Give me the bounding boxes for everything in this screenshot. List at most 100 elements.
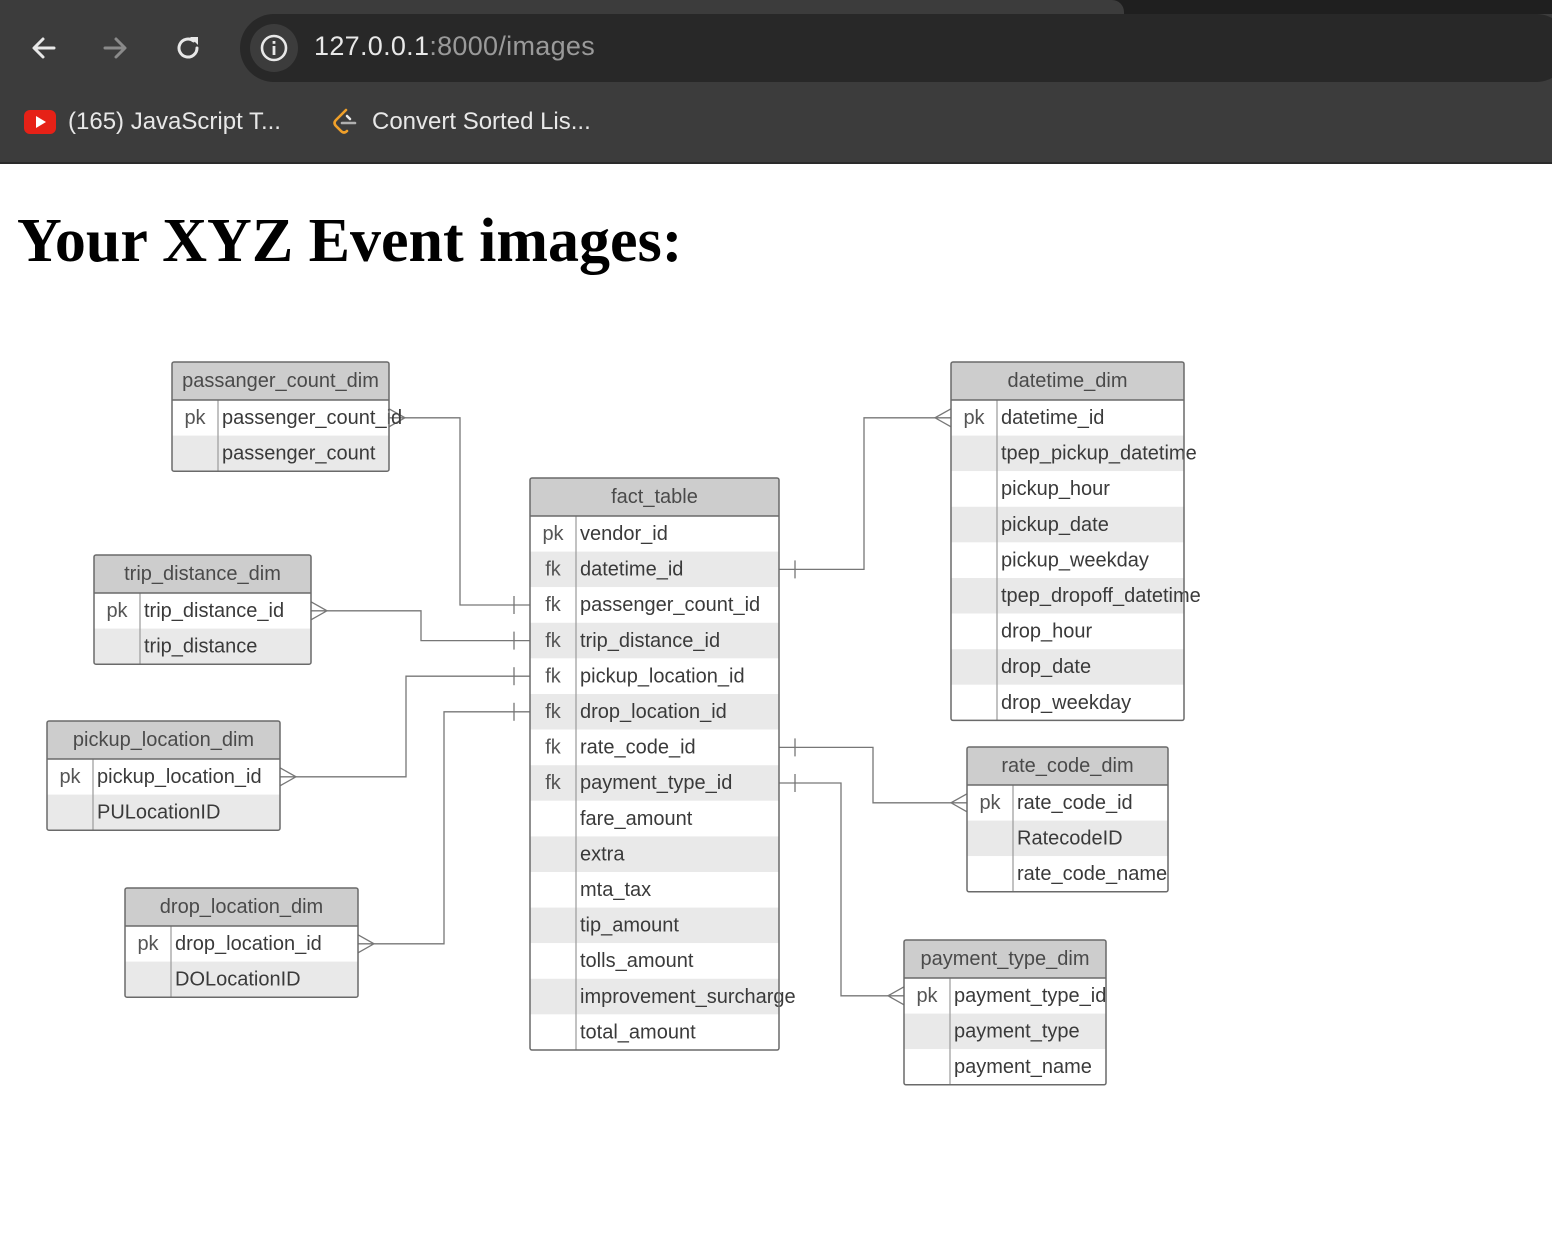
field-label: drop_location_id bbox=[580, 701, 727, 723]
browser-chrome: 127.0.0.1:8000/images (165) JavaScript T… bbox=[0, 0, 1552, 164]
arrow-left-icon bbox=[32, 37, 56, 59]
leetcode-icon bbox=[328, 108, 360, 135]
field-label: DOLocationID bbox=[175, 969, 301, 991]
youtube-icon bbox=[24, 109, 56, 135]
entity-border bbox=[950, 361, 1185, 722]
field-label: payment_type_id bbox=[580, 772, 732, 794]
entity-row bbox=[530, 729, 779, 766]
entity-title: fact_table bbox=[611, 486, 698, 508]
entity-row bbox=[94, 593, 311, 629]
field-label: drop_location_id bbox=[175, 933, 322, 955]
bookmark-label: Convert Sorted Lis... bbox=[372, 108, 591, 135]
field-label: pickup_location_id bbox=[97, 766, 262, 788]
field-label: datetime_id bbox=[1001, 407, 1104, 429]
entity-row bbox=[530, 800, 779, 837]
entity-row bbox=[951, 684, 1184, 721]
entity-row bbox=[530, 907, 779, 944]
entity-row bbox=[530, 1014, 779, 1050]
forward-button[interactable] bbox=[95, 28, 135, 68]
relationship-connector bbox=[779, 408, 952, 579]
entity-row bbox=[94, 628, 311, 665]
field-label: pickup_weekday bbox=[1001, 549, 1149, 571]
entity-row bbox=[47, 759, 280, 795]
entity-row bbox=[967, 820, 1168, 857]
key-label: fk bbox=[545, 772, 562, 794]
bookmark-label: (165) JavaScript T... bbox=[68, 108, 281, 135]
entity-row bbox=[951, 400, 1184, 436]
entity-row bbox=[530, 836, 779, 872]
field-label: total_amount bbox=[580, 1021, 696, 1043]
field-label: trip_distance_id bbox=[144, 600, 284, 622]
entity-row bbox=[530, 516, 779, 552]
field-label: passenger_count_id bbox=[222, 407, 402, 429]
field-label: RatecodeID bbox=[1017, 828, 1123, 850]
entity-border bbox=[903, 939, 1107, 1086]
key-label: pk bbox=[184, 407, 206, 429]
field-label: trip_distance bbox=[144, 636, 257, 658]
entity-row bbox=[530, 694, 779, 730]
key-label: fk bbox=[545, 665, 562, 687]
field-label: trip_distance_id bbox=[580, 630, 720, 652]
entity-header bbox=[951, 362, 1184, 400]
field-label: rate_code_id bbox=[1017, 792, 1133, 814]
key-label: fk bbox=[545, 701, 562, 723]
relationship-connector bbox=[779, 738, 968, 813]
field-label: datetime_id bbox=[580, 559, 683, 581]
reload-button[interactable] bbox=[168, 28, 208, 68]
field-label: payment_type_id bbox=[954, 985, 1106, 1007]
entity-title: drop_location_dim bbox=[160, 896, 323, 918]
bookmark-leetcode[interactable]: Convert Sorted Lis... bbox=[328, 106, 591, 138]
key-label: fk bbox=[545, 559, 562, 581]
entity-row bbox=[530, 551, 779, 588]
active-tab[interactable] bbox=[0, 0, 1124, 14]
entity-title: payment_type_dim bbox=[921, 948, 1090, 970]
field-label: passenger_count_id bbox=[580, 594, 760, 616]
entity-header bbox=[530, 478, 779, 516]
entity-row bbox=[125, 961, 358, 998]
back-button[interactable] bbox=[24, 28, 64, 68]
entity-title: pickup_location_dim bbox=[73, 729, 254, 751]
entity-header bbox=[967, 747, 1168, 785]
key-label: pk bbox=[137, 933, 159, 955]
field-label: tolls_amount bbox=[580, 950, 694, 972]
relationship-lines bbox=[279, 408, 968, 1006]
relationship-connector bbox=[310, 601, 530, 650]
entity-row bbox=[530, 765, 779, 801]
field-label: improvement_surcharge bbox=[580, 986, 796, 1008]
entity-border bbox=[529, 477, 780, 1051]
bookmark-youtube[interactable]: (165) JavaScript T... bbox=[24, 106, 281, 138]
entity-header bbox=[172, 362, 389, 400]
key-label: fk bbox=[545, 737, 562, 759]
url-text[interactable]: 127.0.0.1:8000/images bbox=[314, 31, 595, 62]
entity-header bbox=[94, 555, 311, 593]
entity-row bbox=[967, 856, 1168, 892]
key-label: pk bbox=[106, 600, 128, 622]
page-title: Your XYZ Event images: bbox=[17, 207, 683, 275]
field-label: drop_date bbox=[1001, 656, 1091, 678]
entity-row bbox=[951, 613, 1184, 650]
entity-border bbox=[966, 746, 1169, 893]
field-label: payment_name bbox=[954, 1056, 1092, 1078]
entity-row bbox=[951, 649, 1184, 685]
field-label: mta_tax bbox=[580, 879, 651, 901]
field-label: vendor_id bbox=[580, 523, 668, 545]
entity-row bbox=[530, 872, 779, 908]
entity-row bbox=[904, 978, 1106, 1014]
entity-row bbox=[951, 542, 1184, 578]
key-label: pk bbox=[979, 792, 1001, 814]
entity-title: rate_code_dim bbox=[1001, 755, 1133, 777]
relationship-connector bbox=[779, 774, 905, 1006]
field-label: tip_amount bbox=[580, 915, 679, 937]
key-label: fk bbox=[545, 630, 562, 652]
field-label: rate_code_name bbox=[1017, 863, 1167, 885]
key-label: pk bbox=[963, 407, 985, 429]
site-info-button[interactable] bbox=[250, 24, 298, 72]
address-bar[interactable]: 127.0.0.1:8000/images bbox=[240, 14, 1552, 82]
